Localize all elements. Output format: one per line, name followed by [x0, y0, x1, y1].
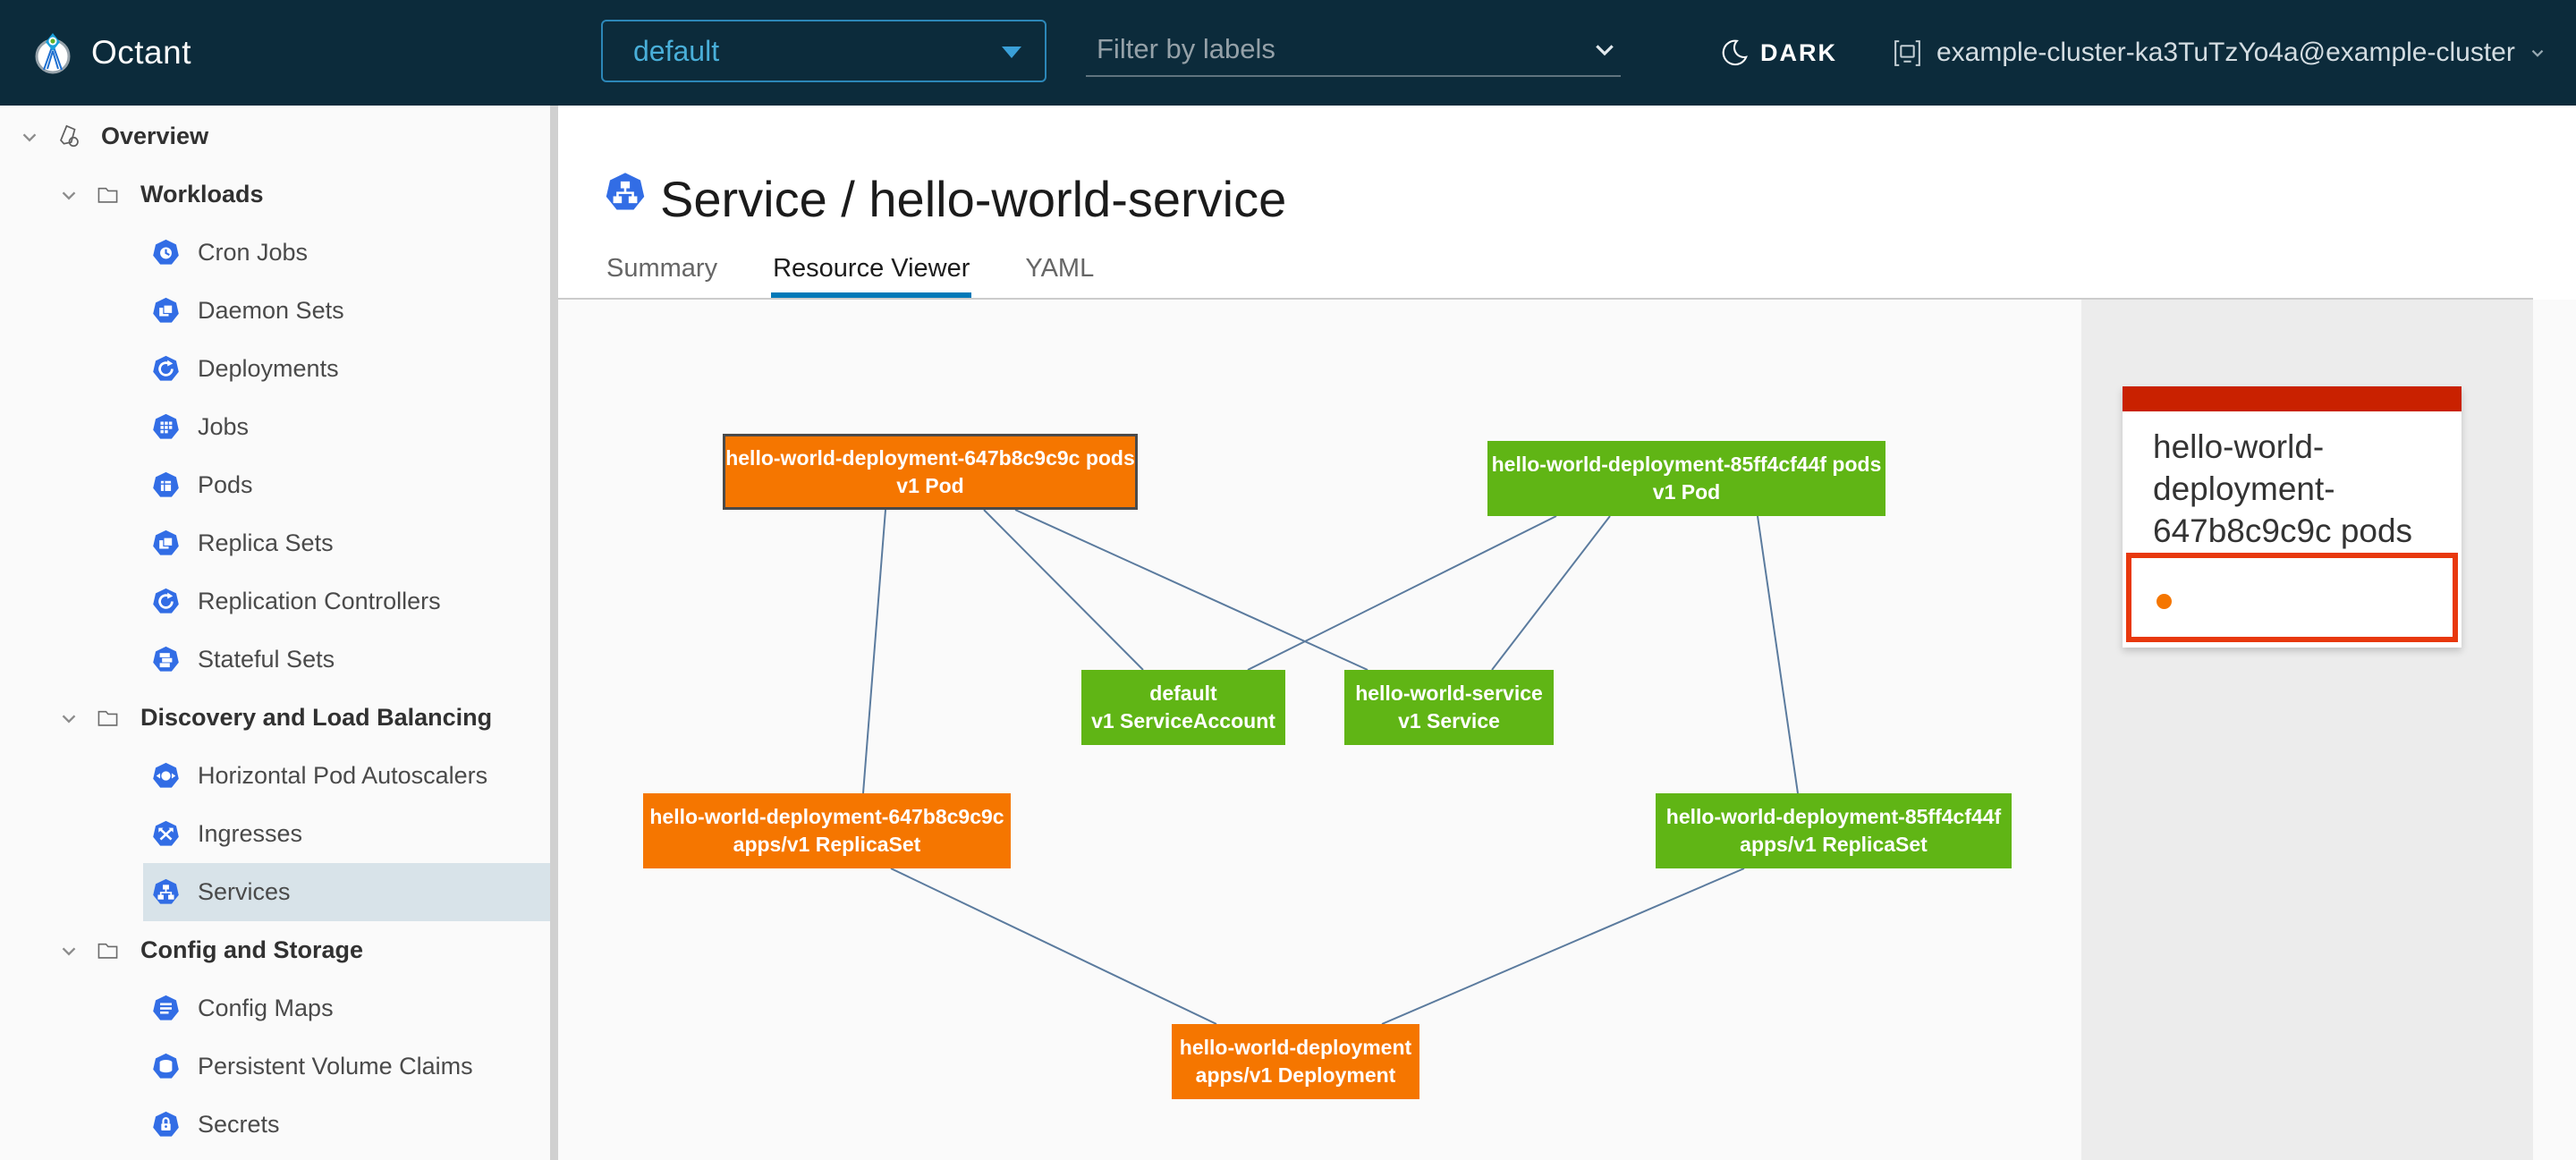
sidebar-navigation: Overview Workloads Cron Jobs Daemon Sets…: [0, 106, 558, 1160]
chevron-down-icon[interactable]: [1590, 36, 1619, 64]
tab-summary[interactable]: Summary: [606, 254, 718, 283]
page-title: Service / hello-world-service: [660, 171, 1287, 227]
cluster-icon: [1894, 39, 1920, 66]
graph-node-serviceaccount-default[interactable]: default v1 ServiceAccount: [1081, 670, 1285, 745]
config-maps-icon: [153, 995, 179, 1020]
cluster-selector[interactable]: example-cluster-ka3TuTzYo4a@example-clus…: [1891, 0, 2547, 106]
main-content: Service / hello-world-service Summary Re…: [558, 106, 2576, 1160]
graph-node-service-hello-world-service[interactable]: hello-world-service v1 Service: [1344, 670, 1554, 745]
chevron-down-icon[interactable]: [57, 183, 80, 207]
pods-icon: [153, 471, 179, 497]
label-filter: [1086, 27, 1621, 77]
tab-yaml[interactable]: YAML: [1025, 254, 1095, 283]
tab-resource-viewer[interactable]: Resource Viewer: [771, 249, 972, 298]
sidebar-item-stateful-sets[interactable]: Stateful Sets: [0, 631, 558, 689]
card-title: hello-world-deployment-647b8c9c9c pods: [2153, 428, 2413, 549]
folder-icon: [97, 943, 118, 959]
namespace-value: default: [633, 34, 720, 67]
sidebar-item-secrets[interactable]: Secrets: [0, 1096, 558, 1154]
sidebar-item-workloads[interactable]: Workloads: [0, 165, 558, 224]
sidebar-item-deployments[interactable]: Deployments: [0, 340, 558, 398]
cron-jobs-icon: [153, 239, 179, 265]
moon-icon: [1722, 39, 1748, 66]
tab-bar: Summary Resource Viewer YAML: [605, 249, 1096, 298]
graph-node-replicaset-85ff4cf44f[interactable]: hello-world-deployment-85ff4cf44f apps/v…: [1656, 793, 2012, 868]
folder-icon: [97, 187, 118, 203]
sidebar-item-ingresses[interactable]: Ingresses: [0, 805, 558, 863]
sidebar-item-config-maps[interactable]: Config Maps: [0, 979, 558, 1037]
stateful-sets-icon: [153, 646, 179, 672]
sidebar-item-horizontal-pod-autoscalers[interactable]: Horizontal Pod Autoscalers: [0, 747, 558, 805]
graph-node-pod-647b8c9c9c[interactable]: hello-world-deployment-647b8c9c9c pods v…: [723, 434, 1138, 510]
daemon-sets-icon: [153, 297, 179, 323]
namespace-selector[interactable]: default: [601, 20, 1046, 82]
sidebar-item-overview[interactable]: Overview: [0, 107, 558, 165]
graph-node-pod-85ff4cf44f[interactable]: hello-world-deployment-85ff4cf44f pods v…: [1487, 441, 1885, 516]
chevron-down-icon[interactable]: [57, 707, 80, 730]
card-status-bar: [2123, 386, 2462, 411]
secrets-icon: [153, 1111, 179, 1137]
jobs-icon: [153, 413, 179, 439]
sidebar-item-replication-controllers[interactable]: Replication Controllers: [0, 572, 558, 631]
cluster-name: example-cluster-ka3TuTzYo4a@example-clus…: [1936, 38, 2515, 67]
sidebar-item-config-and-storage[interactable]: Config and Storage: [0, 921, 558, 979]
tab-divider: [558, 298, 2533, 300]
persistent-volume-claims-icon: [153, 1053, 179, 1079]
chevron-down-icon[interactable]: [57, 939, 80, 962]
folder-icon: [97, 710, 118, 726]
graph-node-deployment-hello-world-deployment[interactable]: hello-world-deployment apps/v1 Deploymen…: [1172, 1024, 1419, 1099]
sidebar-item-services[interactable]: Services: [0, 863, 558, 921]
sidebar-item-discovery-and-load-balancing[interactable]: Discovery and Load Balancing: [0, 689, 558, 747]
sidebar-item-daemon-sets[interactable]: Daemon Sets: [0, 282, 558, 340]
graph-edges: [862, 509, 1799, 1025]
filter-by-labels-input[interactable]: [1086, 27, 1581, 72]
graph-node-replicaset-647b8c9c9c[interactable]: hello-world-deployment-647b8c9c9c apps/v…: [643, 793, 1011, 868]
caret-down-icon: [1002, 47, 1021, 58]
replica-sets-icon: [153, 529, 179, 555]
header-bar: Octant default DARK example-cluster-ka3T…: [0, 0, 2576, 106]
horizontal-pod-autoscalers-icon: [153, 762, 179, 788]
resource-viewer-canvas: hello-world-deployment-647b8c9c9c pods v…: [558, 300, 2576, 1160]
detail-panel: hello-world-deployment-647b8c9c9c pods: [2081, 300, 2533, 1160]
octant-logo: [35, 33, 71, 74]
app-title: Octant: [91, 34, 191, 71]
sidebar-item-replica-sets[interactable]: Replica Sets: [0, 514, 558, 572]
overview-icon: [60, 124, 79, 148]
services-icon: [153, 878, 179, 904]
chevron-down-icon: [2531, 49, 2544, 57]
status-alert-box: [2126, 553, 2458, 642]
ingresses-icon: [153, 820, 179, 846]
sidebar-scrollbar[interactable]: [550, 106, 558, 1160]
sidebar-item-persistent-volume-claims[interactable]: Persistent Volume Claims: [0, 1037, 558, 1096]
dark-theme-toggle[interactable]: DARK: [1719, 0, 1837, 106]
replication-controllers-icon: [153, 588, 179, 614]
sidebar-item-pods[interactable]: Pods: [0, 456, 558, 514]
sidebar-item-cron-jobs[interactable]: Cron Jobs: [0, 224, 558, 282]
dark-toggle-label: DARK: [1760, 38, 1837, 66]
selected-resource-card: hello-world-deployment-647b8c9c9c pods: [2123, 386, 2462, 648]
deployments-icon: [153, 355, 179, 381]
chevron-down-icon[interactable]: [18, 125, 41, 148]
sidebar-item-jobs[interactable]: Jobs: [0, 398, 558, 456]
service-icon: [606, 173, 645, 210]
warning-dot-icon: [2157, 594, 2172, 609]
